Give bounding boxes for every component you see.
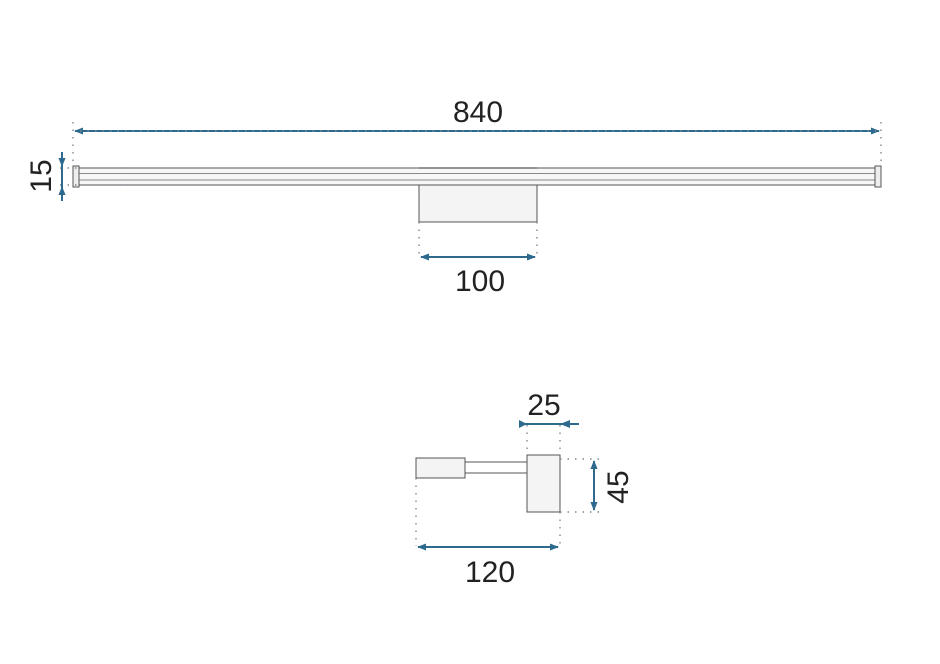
arm-thickness-dimension: 25 <box>519 389 579 455</box>
height-dimension: 15 <box>25 152 128 201</box>
wall-plate <box>526 454 561 513</box>
mount-width-dimension: 100 <box>418 222 538 298</box>
front-view: 840 15 100 <box>25 96 882 298</box>
length-dimension: 840 <box>72 96 882 166</box>
mount-block <box>418 184 538 223</box>
side-height-label: 45 <box>602 470 635 503</box>
side-height-dimension: 45 <box>560 458 635 513</box>
depth-dimension: 120 <box>415 478 561 589</box>
side-view: 25 45 120 <box>415 389 635 589</box>
lamp-head <box>415 457 466 479</box>
arm-thickness-label: 25 <box>527 389 560 422</box>
mount-width-label: 100 <box>455 265 505 298</box>
depth-label: 120 <box>465 556 515 589</box>
length-label: 840 <box>453 96 503 129</box>
arm <box>464 461 528 474</box>
height-label: 15 <box>25 159 58 192</box>
lamp-bar <box>72 165 882 188</box>
